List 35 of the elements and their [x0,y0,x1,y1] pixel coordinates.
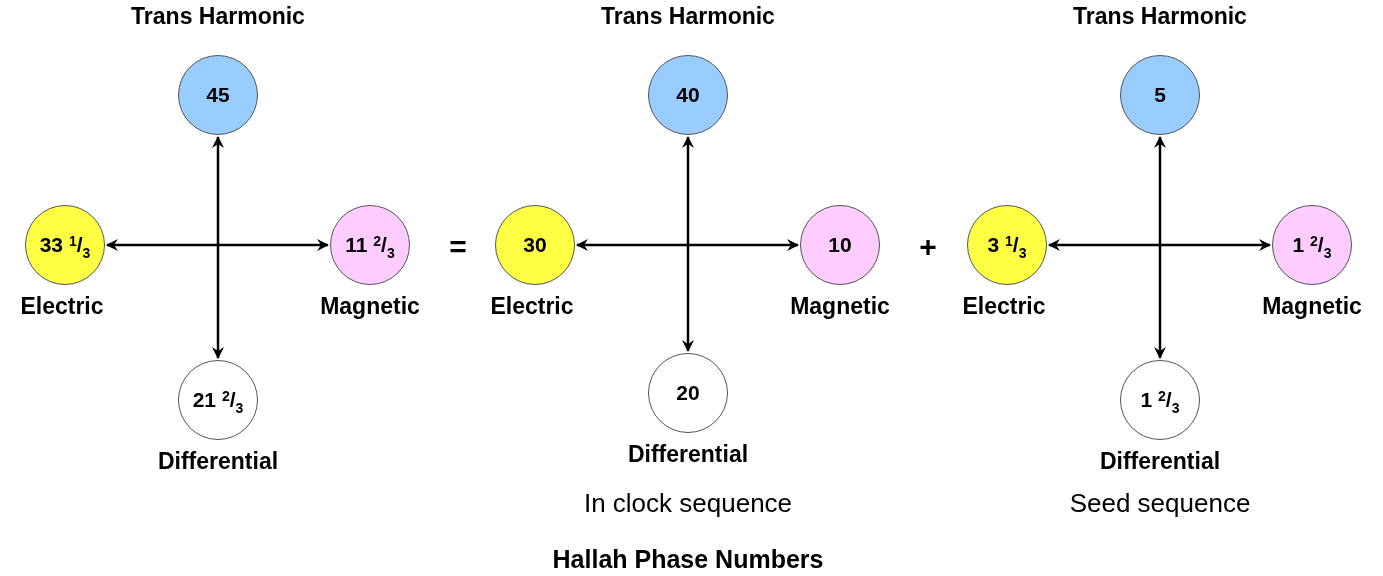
double-arrow [212,136,224,359]
phase-number: 3 $^{1}$/$_{3}$ [987,233,1027,257]
phase-number: 30 [523,233,547,257]
phase-number: 45 [206,83,230,107]
phase-label: Magnetic [320,293,420,320]
phase-label: Differential [157,448,279,475]
phase-label: Trans Harmonic [1073,3,1247,30]
double-arrow [1048,239,1271,251]
phase-label: Magnetic [1262,293,1362,320]
plus-sign: + [919,230,937,264]
phase-label: Differential [627,441,749,468]
phase-label: Electric [20,293,104,320]
double-arrow [682,136,694,352]
phase-number: 40 [676,83,700,107]
phase-number: 5 [1154,83,1166,107]
caption: Hallah Phase Numbers [552,545,824,574]
double-arrow [106,239,329,251]
double-arrow [576,239,799,251]
sequence-label: Seed sequence [1069,488,1251,519]
phase-number: 1 $^{2}$/$_{3}$ [1292,233,1332,257]
phase-number: 1 $^{2}$/$_{3}$ [1140,388,1180,412]
phase-label: Electric [490,293,574,320]
phase-label: Trans Harmonic [131,3,305,30]
equals-sign: = [449,230,467,264]
sequence-label: In clock sequence [583,488,793,519]
phase-label: Trans Harmonic [601,3,775,30]
phase-label: Magnetic [790,293,890,320]
double-arrow [1154,136,1166,359]
phase-number: 33 $^{1}$/$_{3}$ [39,233,91,257]
phase-label: Electric [962,293,1046,320]
phase-label: Differential [1099,448,1221,475]
phase-number: 21 $^{2}$/$_{3}$ [192,388,244,412]
phase-number: 20 [676,381,700,405]
phase-number: 10 [828,233,852,257]
phase-number: 11 $^{2}$/$_{3}$ [345,233,395,257]
